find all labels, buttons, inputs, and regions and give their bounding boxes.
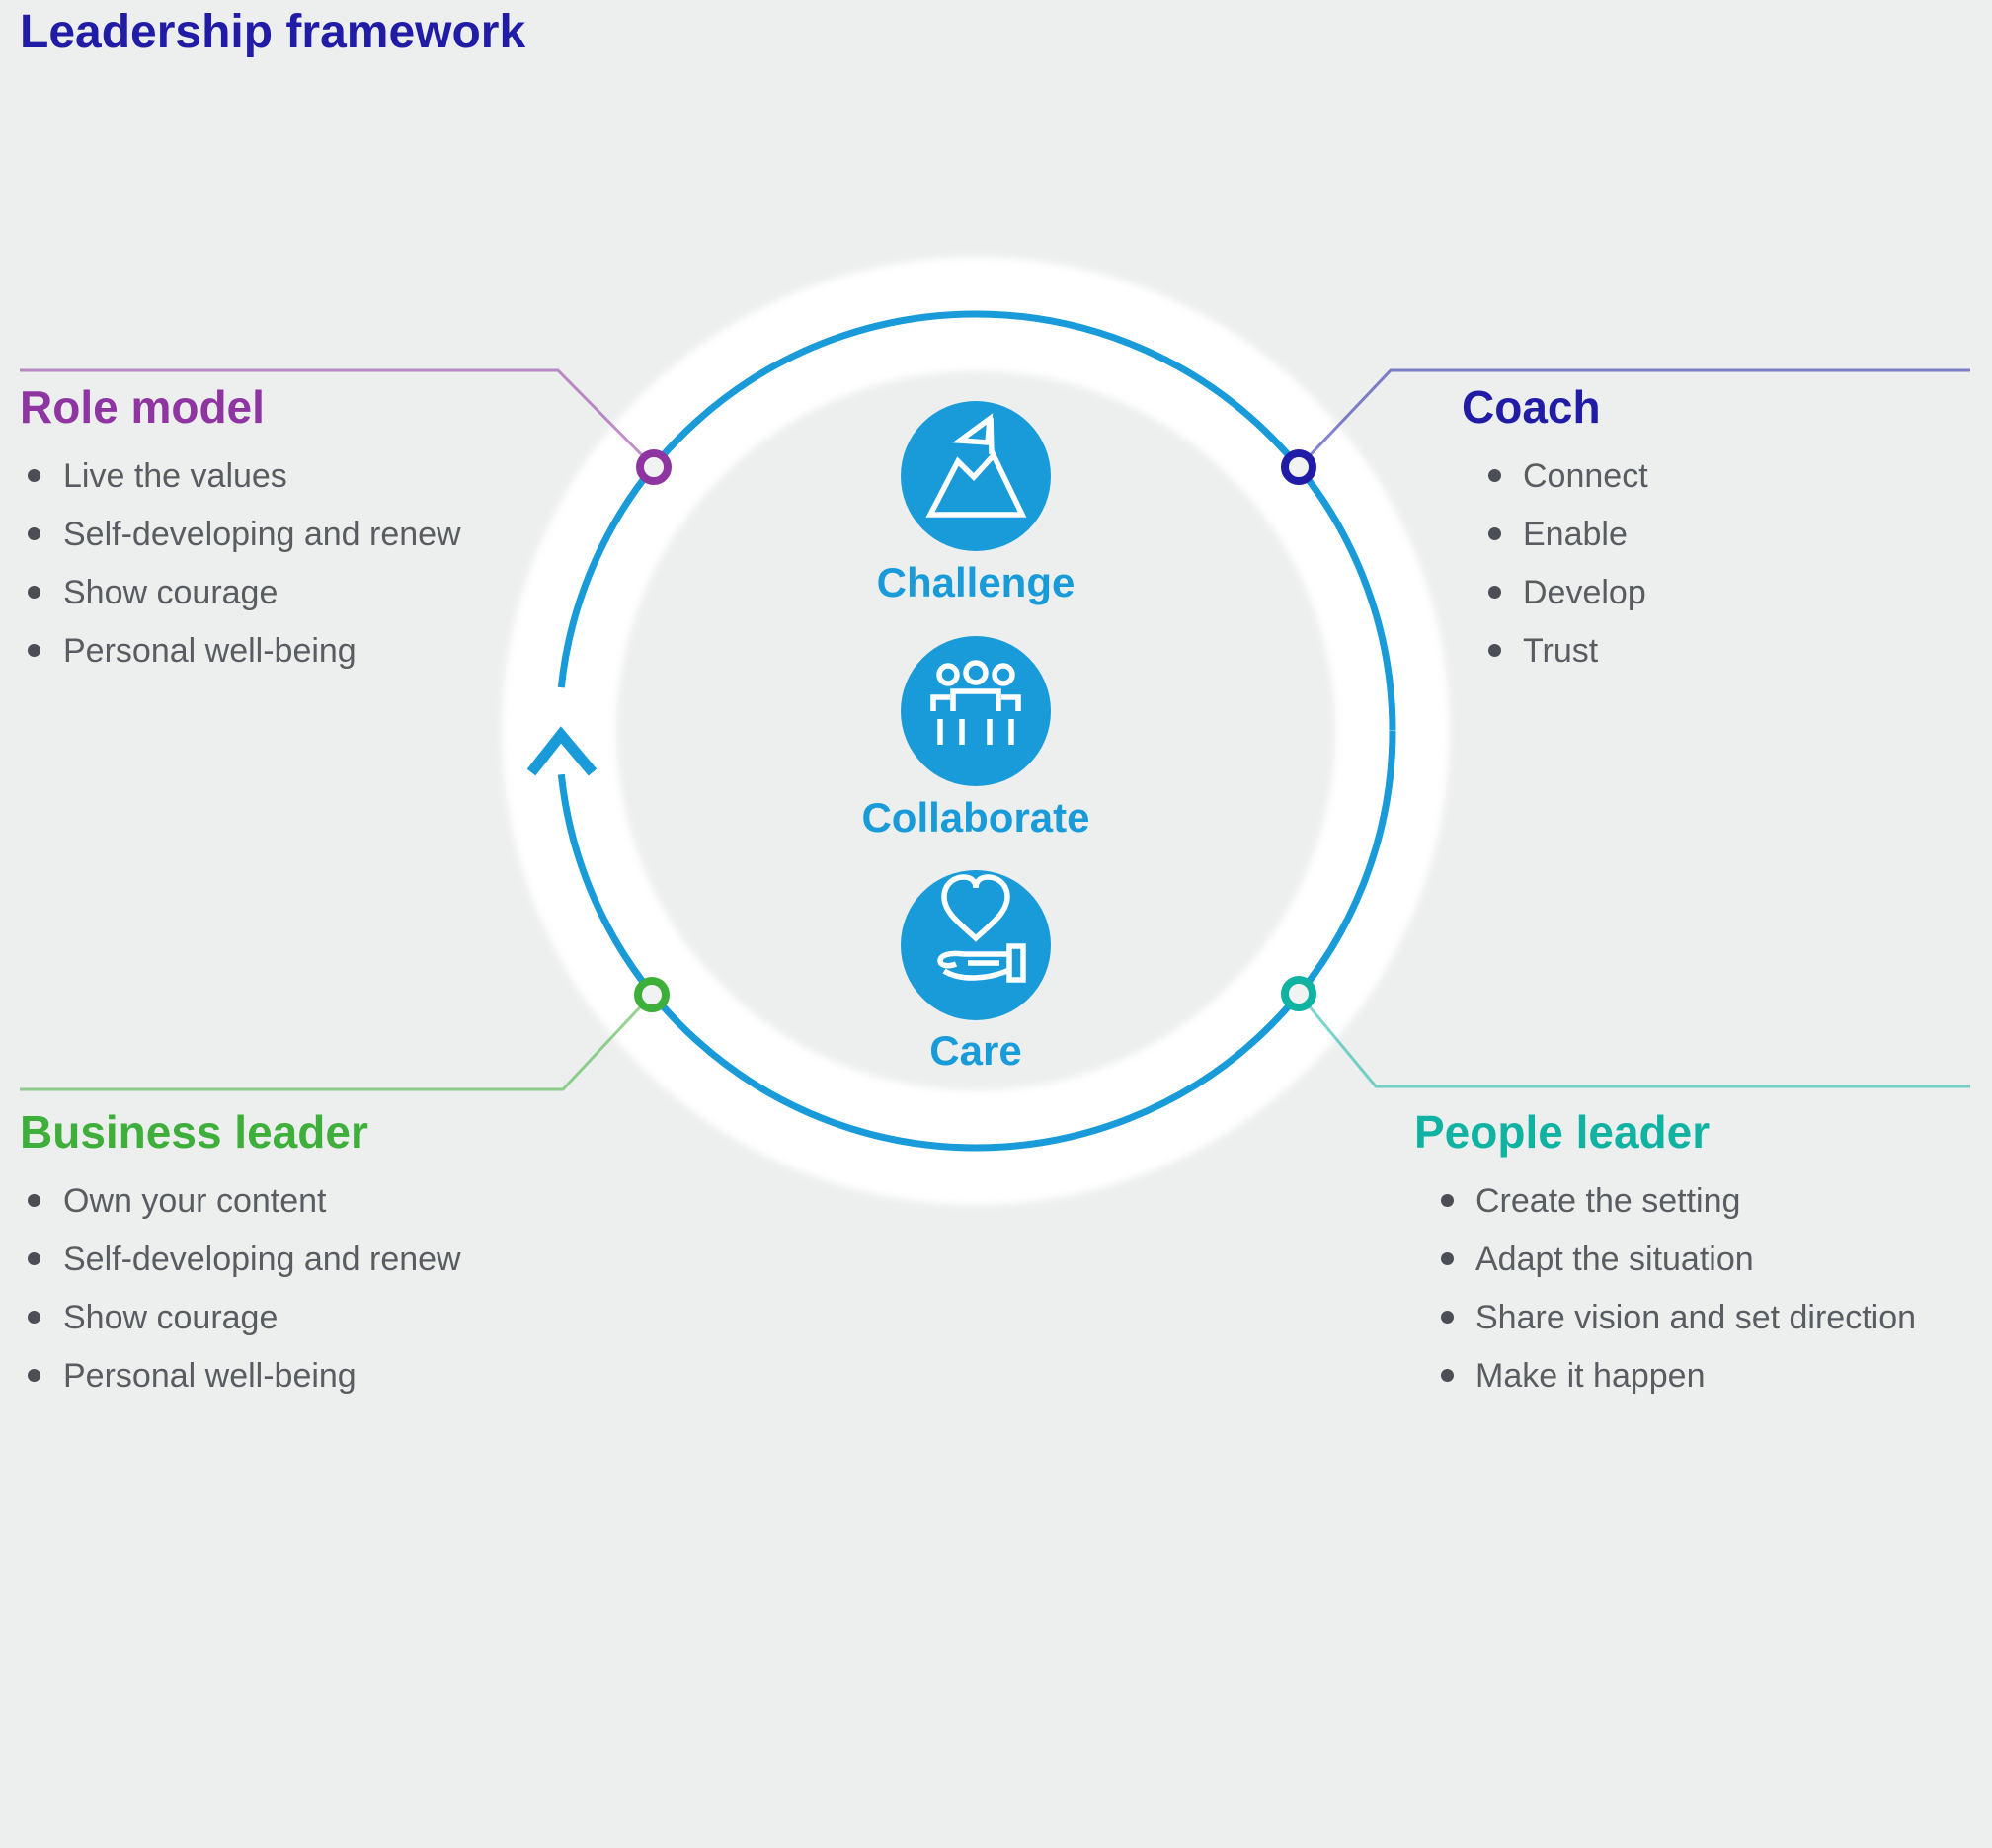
bullet-item: Self-developing and renew [20, 1242, 514, 1277]
role-model-node [636, 449, 672, 485]
bullet-item: Personal well-being [20, 633, 484, 669]
business-leader-node [634, 977, 670, 1012]
mountain-flag-icon [901, 401, 1051, 551]
bullet-item: Trust [1462, 633, 1896, 669]
cycle-arrow-up-icon [526, 726, 598, 776]
people-leader-title: People leader [1414, 1106, 1711, 1158]
bullet-item: Self-developing and renew [20, 517, 484, 552]
bullet-item: Connect [1462, 458, 1896, 494]
business-leader-title: Business leader [20, 1106, 368, 1158]
coach-title: Coach [1462, 381, 1601, 433]
people-leader-node [1281, 976, 1316, 1011]
bullet-item: Show courage [20, 1300, 514, 1335]
blue-cycle-circle [555, 310, 1396, 1152]
coach-connector-line [1297, 368, 1970, 469]
people-leader-connector-line [1297, 993, 1970, 1088]
bullet-item: Enable [1462, 517, 1896, 552]
business-leader-connector-line [20, 993, 654, 1091]
bullet-item: Create the setting [1414, 1183, 1987, 1219]
challenge-label: Challenge [876, 559, 1076, 605]
page-title: Leadership framework [20, 6, 526, 58]
collaborate-label: Collaborate [861, 794, 1090, 841]
role-model-connector-line [20, 368, 656, 469]
heart-in-hand-icon [901, 870, 1051, 1020]
bullet-item: Share vision and set direction [1414, 1300, 1987, 1335]
bullet-item: Adapt the situation [1414, 1242, 1987, 1277]
bullet-item: Make it happen [1414, 1358, 1987, 1394]
bullet-item: Develop [1462, 575, 1896, 610]
bullet-item: Own your content [20, 1183, 514, 1219]
coach-node [1281, 449, 1316, 485]
role-model-title: Role model [20, 381, 265, 433]
care-label: Care [929, 1027, 1022, 1074]
bullet-item: Show courage [20, 575, 484, 610]
bullet-item: Personal well-being [20, 1358, 514, 1394]
bullet-item: Live the values [20, 458, 484, 494]
people-group-icon [901, 636, 1051, 786]
